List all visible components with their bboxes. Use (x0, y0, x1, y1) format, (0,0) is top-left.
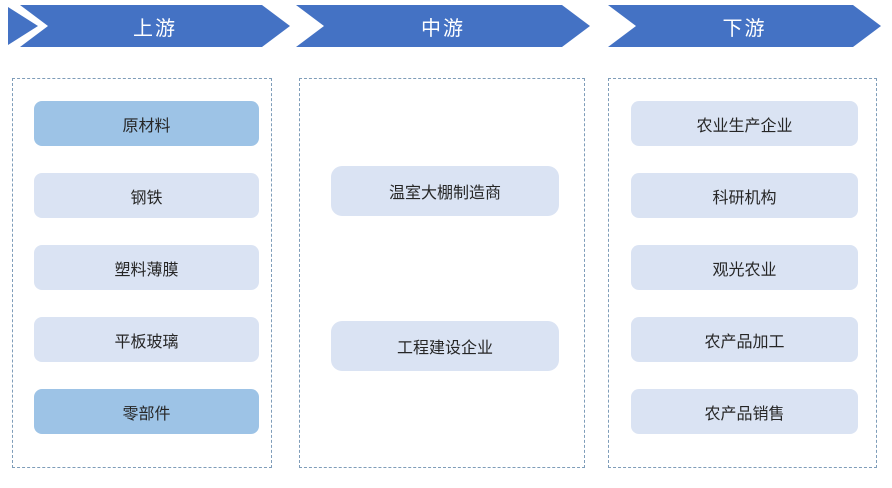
node-steel: 钢铁 (34, 173, 259, 218)
node-plastic-film: 塑料薄膜 (34, 245, 259, 290)
node-label: 观光农业 (712, 261, 777, 279)
banner-upstream-label: 上游 (133, 17, 177, 40)
node-raw-materials: 原材料 (34, 101, 259, 146)
column-midstream: 温室大棚制造商 工程建设企业 (299, 78, 585, 468)
banner-midstream: 中游 (296, 5, 590, 47)
node-greenhouse-manufacturer: 温室大棚制造商 (331, 166, 559, 216)
node-label: 钢铁 (130, 189, 163, 207)
node-label: 农业生产企业 (696, 117, 793, 135)
node-label: 工程建设企业 (396, 340, 493, 357)
node-label: 平板玻璃 (114, 333, 179, 351)
column-downstream: 农业生产企业 科研机构 观光农业 农产品加工 农产品销售 (608, 78, 877, 468)
banner-midstream-label: 中游 (421, 17, 465, 40)
banner-downstream-label: 下游 (722, 17, 767, 40)
column-upstream: 原材料 钢铁 塑料薄膜 平板玻璃 零部件 (12, 78, 272, 468)
node-label: 零部件 (122, 405, 171, 423)
node-agri-product-processing: 农产品加工 (631, 317, 858, 362)
node-label: 温室大棚制造商 (388, 185, 501, 202)
node-research-institution: 科研机构 (631, 173, 858, 218)
node-construction-enterprise: 工程建设企业 (331, 321, 559, 371)
banner-downstream: 下游 (608, 5, 881, 47)
node-flat-glass: 平板玻璃 (34, 317, 259, 362)
node-label: 原材料 (122, 117, 171, 135)
node-agri-product-sales: 农产品销售 (631, 389, 858, 434)
node-label: 塑料薄膜 (114, 261, 179, 279)
node-sightseeing-agriculture: 观光农业 (631, 245, 858, 290)
node-label: 农产品加工 (704, 333, 785, 351)
node-label: 科研机构 (712, 189, 777, 207)
banner-upstream: 上游 (20, 5, 290, 47)
node-parts: 零部件 (34, 389, 259, 434)
node-label: 农产品销售 (704, 405, 785, 423)
node-agricultural-production: 农业生产企业 (631, 101, 858, 146)
